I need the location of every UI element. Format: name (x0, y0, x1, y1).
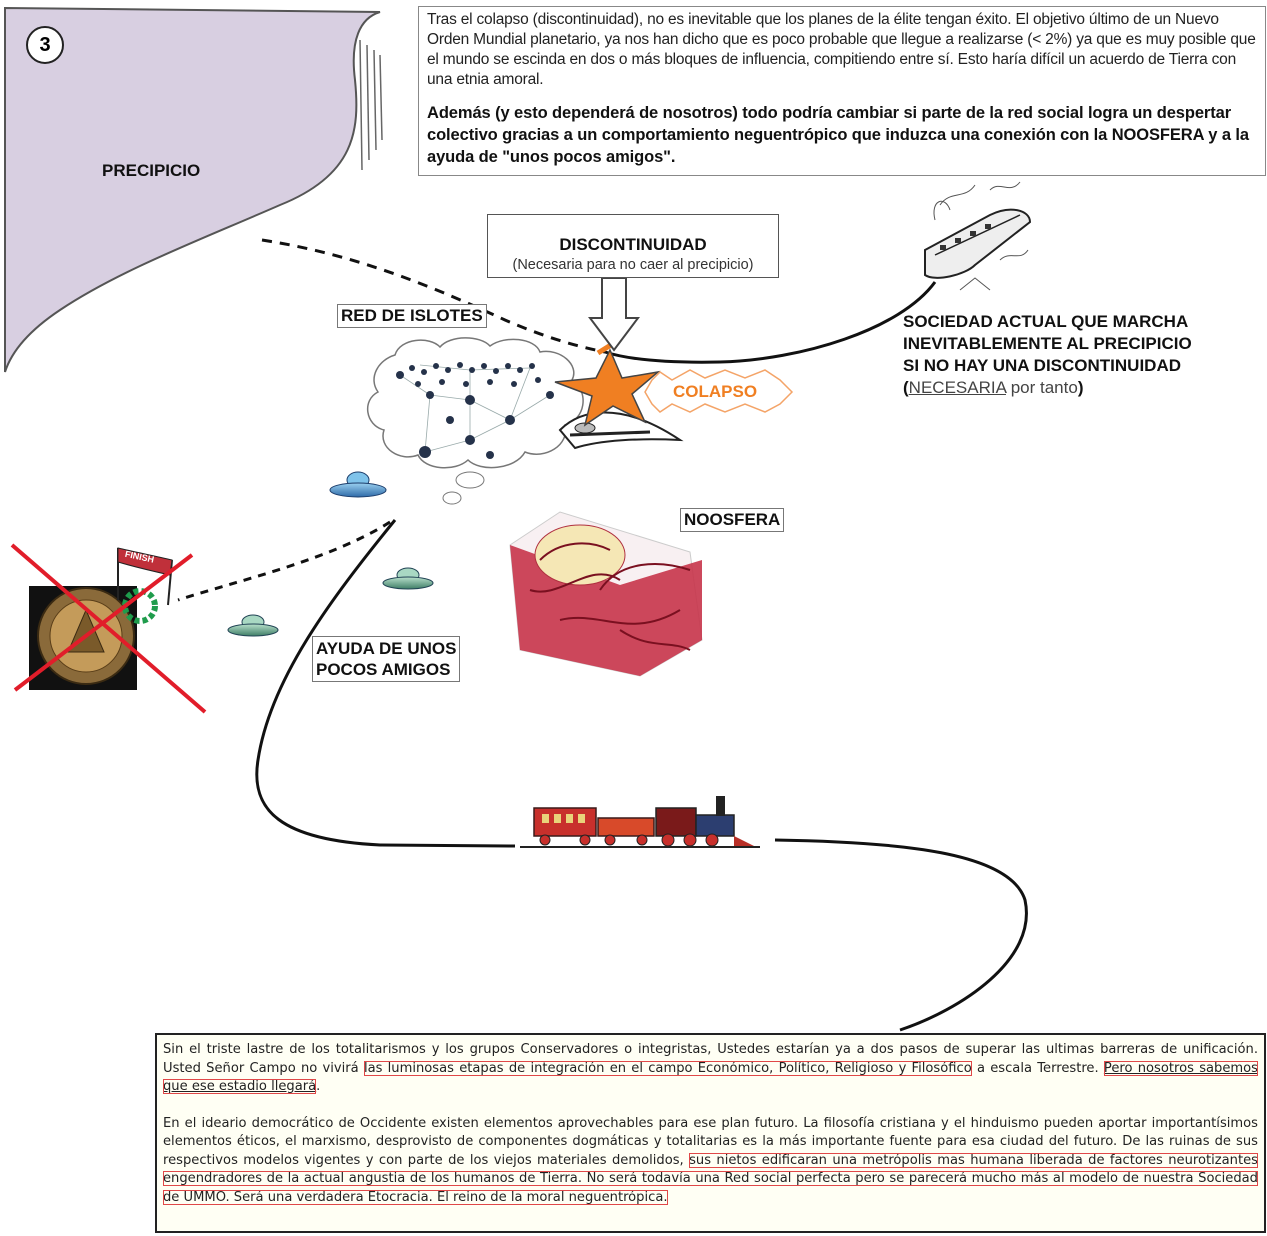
steam-train (520, 796, 760, 848)
discontinuity-title: DISCONTINUIDAD (559, 235, 707, 254)
path-to-finish (177, 520, 391, 602)
bottom-p1-text-b: a escala Terrestre. (971, 1060, 1104, 1076)
top-explanation-box: Tras el colapso (discontinuidad), no es … (418, 6, 1266, 176)
crashed-train-head (558, 411, 684, 450)
collapse-star (554, 348, 661, 427)
bottom-p1-highlight: las luminosas etapas de integración en e… (363, 1060, 972, 1076)
noosphere-image (509, 511, 703, 677)
top-paragraph-2: Además (y esto dependerá de nosotros) to… (427, 104, 1249, 166)
discontinuity-box: DISCONTINUIDAD (Necesaria para no caer a… (487, 214, 779, 278)
path-new-course (255, 519, 516, 848)
discontinuity-subtitle: (Necesaria para no caer al precipicio) (512, 257, 754, 273)
bottom-p1-underlined: Pero nosotros sabemos que ese estadio ll… (163, 1060, 1258, 1094)
society-paren-open: ( (903, 378, 909, 397)
precipice-cliff (4, 6, 381, 373)
top-paragraph-1: Tras el colapso (discontinuidad), no es … (427, 11, 1256, 88)
path-current-society (604, 281, 937, 364)
society-tail: por tanto (1005, 378, 1078, 397)
friends-help-label: AYUDA DE UNOS POCOS AMIGOS (312, 636, 461, 682)
high-speed-train (924, 181, 1032, 291)
ufo-green-2 (227, 614, 279, 637)
ufo-green-1 (382, 567, 434, 590)
crossed-seal-finish: FINISH (10, 543, 207, 714)
ufo-blue (329, 471, 387, 498)
society-line-3: SI NO HAY UNA DISCONTINUIDAD (903, 356, 1182, 375)
bottom-p1-end: . (316, 1079, 321, 1094)
step-number-badge: 3 (26, 26, 64, 64)
bottom-paragraph-1: Sin el triste lastre de los totalitarism… (163, 1041, 1258, 1097)
discontinuity-arrow (588, 277, 640, 352)
collapse-burst (644, 369, 794, 413)
bottom-p2-highlight: sus nietos edificaran una metrópolis mas… (163, 1152, 1258, 1205)
network-cloud (367, 337, 584, 505)
noosphere-label: NOOSFERA (680, 508, 785, 532)
society-paren-close: ) (1077, 378, 1084, 397)
collapse-label: COLAPSO (673, 382, 758, 401)
friends-line-2: POCOS AMIGOS (316, 660, 451, 679)
society-line-2: INEVITABLEMENTE AL PRECIPICIO (903, 334, 1192, 353)
bottom-p2-text-a: En el ideario democrático de Occidente e… (163, 1115, 1258, 1168)
path-to-precipice (261, 238, 606, 354)
society-necessary: NECESARIA (908, 378, 1006, 397)
bottom-paragraph-2: En el ideario democrático de Occidente e… (163, 1115, 1258, 1208)
current-society-label: SOCIEDAD ACTUAL QUE MARCHA INEVITABLEMEN… (903, 311, 1192, 399)
islands-network-label: RED DE ISLOTES (337, 304, 487, 328)
friends-line-1: AYUDA DE UNOS (316, 639, 457, 658)
path-continuation (774, 838, 1028, 1032)
bottom-quote-box: Sin el triste lastre de los totalitarism… (155, 1033, 1266, 1233)
bottom-p1-text-a: Sin el triste lastre de los totalitarism… (163, 1042, 1258, 1076)
cliff-edge-lines (359, 39, 383, 171)
precipice-label: PRECIPICIO (102, 161, 201, 180)
society-line-1: SOCIEDAD ACTUAL QUE MARCHA (903, 312, 1189, 331)
